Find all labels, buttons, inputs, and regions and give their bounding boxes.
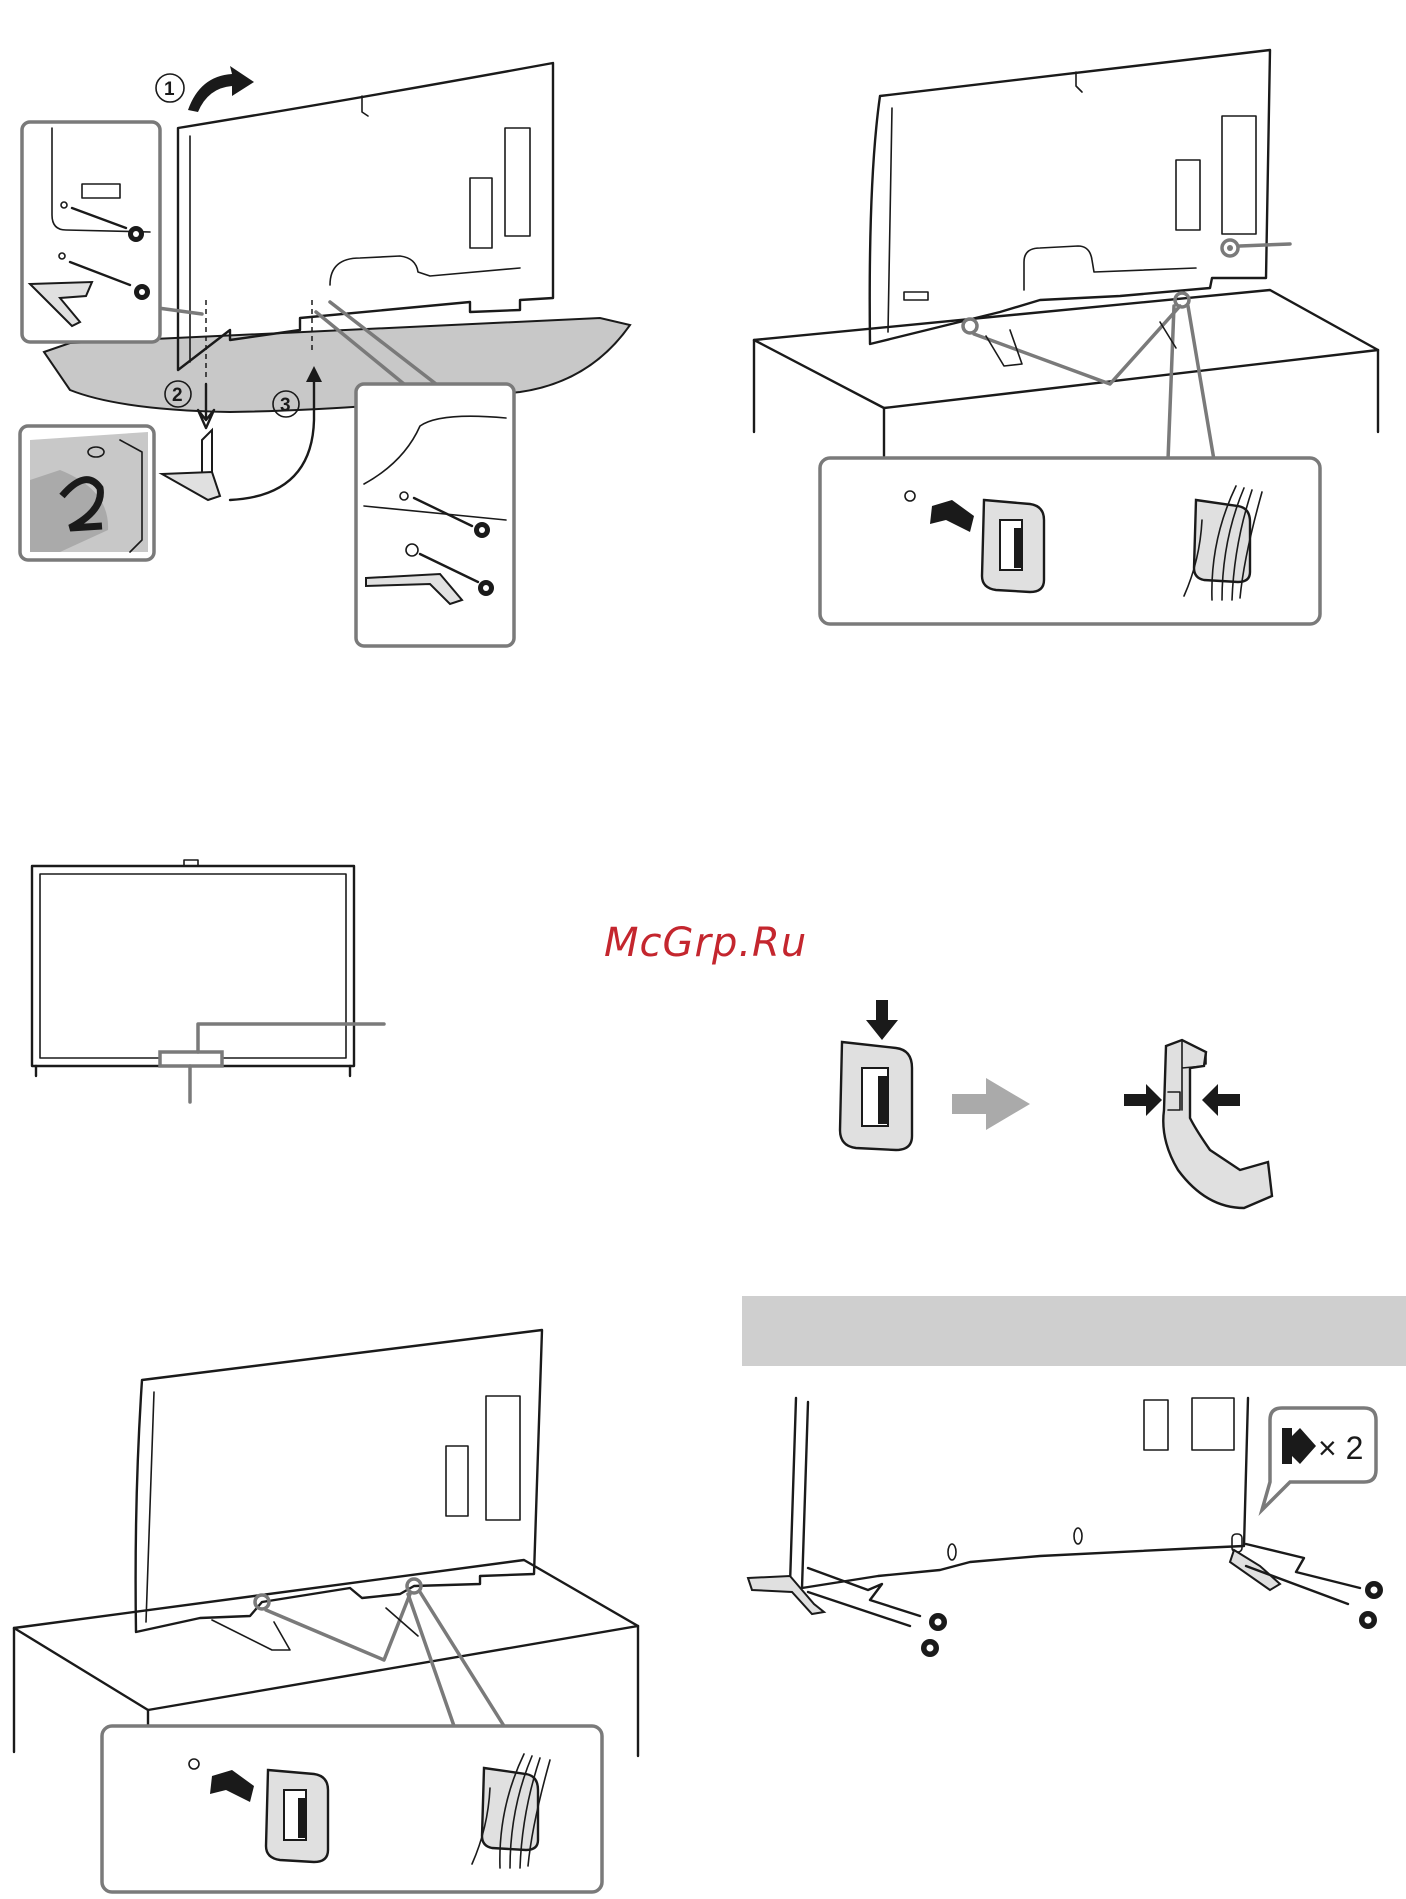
step-1-marker: 1 <box>164 79 175 100</box>
screw-icon <box>1365 1581 1383 1599</box>
screw-icon <box>474 522 490 538</box>
rotate-arrow-icon <box>188 66 254 112</box>
stand-attachment-illustration: 1 2 3 <box>20 63 630 646</box>
press-arrow-icon <box>1124 1084 1162 1116</box>
gray-right-arrow-icon <box>952 1078 1030 1130</box>
watermark: McGrp.Ru <box>604 920 807 966</box>
cable-holder-icon <box>1163 1040 1272 1208</box>
screw-icon <box>921 1639 939 1657</box>
press-arrow-icon <box>1202 1084 1240 1116</box>
cable-holder-icon <box>982 500 1044 592</box>
cable-holder-icon <box>266 1770 328 1862</box>
screw-icon <box>1359 1611 1377 1629</box>
step-3-marker: 3 <box>280 395 291 416</box>
tv-front-illustration <box>32 860 384 1102</box>
section-heading-bar <box>742 1296 1406 1366</box>
cable-holder-removal-illustration <box>840 1000 1272 1208</box>
screw-icon <box>478 580 494 596</box>
cable-holder-back-illustration <box>754 50 1378 624</box>
callout-screws-right <box>356 384 514 646</box>
cable-holder-icon <box>840 1042 912 1150</box>
screw-icon <box>128 226 144 242</box>
tv-on-cabinet-illustration <box>14 1330 638 1892</box>
screw-count-label: × 2 <box>1318 1430 1363 1467</box>
step-2-marker: 2 <box>172 385 183 406</box>
press-arrow-icon <box>866 1000 898 1040</box>
screw-icon <box>929 1613 947 1631</box>
screw-icon <box>134 284 150 300</box>
stand-removal-illustration <box>748 1398 1383 1657</box>
